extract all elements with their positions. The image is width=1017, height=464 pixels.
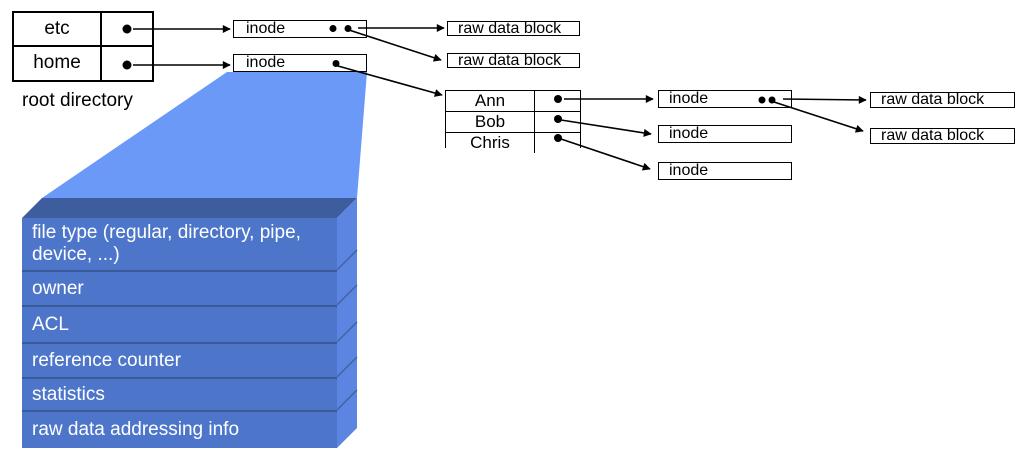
- inode-structure-stack: file type (regular, directory, pipe, dev…: [22, 218, 337, 448]
- inode-field-raw-data-addressing: raw data addressing info: [22, 410, 337, 448]
- inode-field-reference-counter: reference counter: [22, 342, 337, 377]
- raw-data-block-ann-2: raw data block: [870, 128, 1015, 144]
- inode-field-label: reference counter: [32, 349, 181, 371]
- inode-box-chris: inode: [658, 162, 792, 180]
- arrow-inode-ann-to-rdb1: [782, 95, 867, 104]
- root-dir-home-pointer-cell: [102, 46, 152, 80]
- raw-data-block-label: raw data block: [881, 127, 985, 144]
- raw-data-block-label: raw data block: [458, 19, 562, 37]
- raw-data-block-label: raw data block: [458, 51, 562, 69]
- inode-box-etc: inode: [233, 20, 367, 38]
- inode-field-label: statistics: [32, 383, 105, 405]
- home-dir-entry-chris: Chris: [446, 133, 535, 153]
- inode-box-home: inode: [233, 54, 367, 72]
- home-dir-bob-pointer-cell: [535, 112, 580, 133]
- root-directory-label: root directory: [22, 90, 133, 111]
- inode-field-label: ACL: [32, 313, 69, 335]
- root-directory-table: etc home: [12, 11, 154, 82]
- home-directory-table: Ann Bob Chris: [445, 90, 581, 153]
- inode-field-label: file type (regular, directory, pipe, dev…: [32, 222, 301, 265]
- home-dir-entry-bob: Bob: [446, 112, 535, 133]
- inode-box-ann-label: inode: [669, 90, 709, 107]
- raw-data-block-etc-1: raw data block: [447, 19, 580, 37]
- stack-top-face: [22, 198, 357, 218]
- inode-field-owner: owner: [22, 270, 337, 305]
- home-dir-ann-pointer-cell: [535, 91, 580, 112]
- inode-field-acl: ACL: [22, 305, 337, 342]
- raw-data-block-ann-1: raw data block: [870, 92, 1015, 108]
- stack-side-face: [337, 198, 357, 448]
- root-dir-entry-home: home: [14, 46, 102, 80]
- stack-side-edges: [336, 249, 358, 411]
- inode-box-bob: inode: [658, 125, 792, 143]
- inode-field-file-type: file type (regular, directory, pipe, dev…: [22, 218, 337, 270]
- inode-box-etc-label: inode: [246, 20, 286, 37]
- inode-box-home-label: inode: [246, 54, 286, 71]
- inode-field-label: owner: [32, 277, 84, 299]
- inode-field-statistics: statistics: [22, 377, 337, 410]
- home-dir-chris-pointer-cell: [535, 133, 580, 153]
- home-dir-entry-ann: Ann: [446, 91, 535, 112]
- raw-data-block-label: raw data block: [881, 91, 985, 108]
- inode-box-ann: inode: [658, 90, 792, 108]
- root-dir-etc-pointer-cell: [102, 13, 152, 47]
- root-dir-entry-etc: etc: [14, 13, 102, 47]
- inode-field-label: raw data addressing info: [32, 419, 240, 440]
- raw-data-block-etc-2: raw data block: [447, 51, 580, 69]
- inode-box-bob-label: inode: [669, 125, 709, 142]
- inode-box-chris-label: inode: [669, 162, 709, 179]
